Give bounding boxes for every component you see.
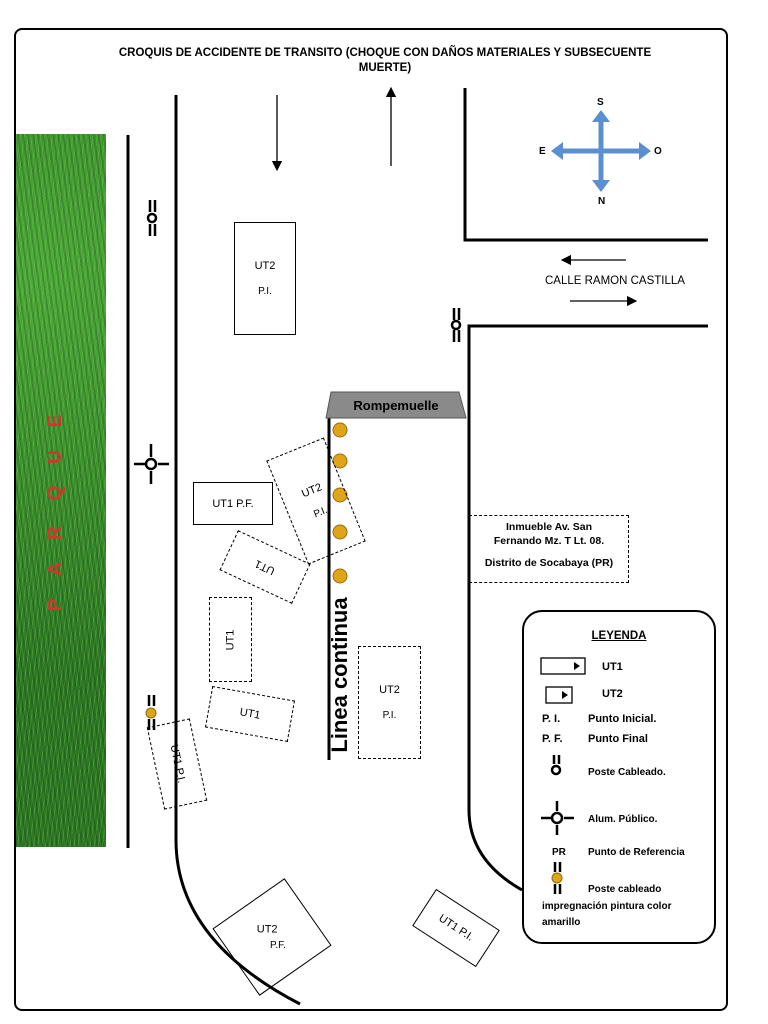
yellow-pole-icon	[147, 695, 156, 730]
vehicle-name: UT1	[253, 557, 277, 577]
vehicle-ut1-final: UT1 P.F.	[193, 482, 273, 525]
compass-label-left: E	[539, 146, 546, 157]
vehicle-tag: P.F.	[269, 939, 286, 951]
right-road-corner	[467, 324, 708, 445]
rompemuelle-label: Rompemuelle	[353, 398, 439, 413]
legend-ut2: UT2	[602, 688, 623, 700]
legend-alum: Alum. Público.	[588, 814, 658, 825]
compass-icon	[560, 120, 642, 182]
sketch-frame	[14, 28, 728, 1011]
legend-yellow-3: amarillo	[542, 917, 581, 928]
legend-pr-text: Punto de Referencia	[588, 847, 685, 858]
top-right-corner	[463, 88, 708, 242]
vehicle-ut1-vertical: UT1	[209, 597, 252, 682]
vehicle-name: UT2	[379, 684, 400, 696]
street-name: CALLE RAMON CASTILLA	[545, 275, 685, 287]
sketch-title: CROQUIS DE ACCIDENTE DE TRANSITO (CHOQUE…	[118, 47, 652, 74]
vehicle-tag: P.I.	[312, 504, 329, 520]
vehicle-name: UT2	[299, 480, 324, 500]
vehicle-ut2-initial-top: UT2 P.I.	[234, 222, 296, 335]
vehicle-name: UT1	[238, 706, 262, 722]
legend-pf-text: Punto Final	[588, 733, 648, 745]
vehicle-name: UT1	[224, 629, 237, 650]
vehicle-tag: P.I.	[382, 710, 397, 721]
legend-yellow-2: impregnación pintura color	[542, 901, 672, 912]
right-road-edge	[467, 430, 523, 892]
property-line-2: Fernando Mz. T Lt. 08.	[493, 535, 605, 547]
rompemuelle-shape	[325, 391, 467, 419]
pole-icon	[146, 200, 158, 236]
legend-box: LEYENDA UT1 UT2 P. I. Punto Inicial. P. …	[522, 610, 716, 944]
legend-pf-abbr: P. F.	[542, 733, 563, 745]
compass-label-right: O	[654, 146, 662, 157]
vehicle-name: UT1 P.F.	[212, 497, 254, 510]
vehicle-ut2-initial-right: UT2 P.I.	[358, 646, 421, 759]
vehicle-name: UT1 P.I.	[167, 743, 187, 785]
pole-icon	[450, 308, 462, 342]
legend-pr-abbr: PR	[552, 847, 566, 858]
compass-label-top: S	[597, 97, 604, 108]
compass-label-bottom: N	[598, 196, 606, 207]
linea-continua-label: Linea continua	[327, 597, 352, 753]
legend-yellow-1: Poste cableado	[588, 884, 662, 895]
vehicle-name: UT1 P.I.	[436, 912, 476, 944]
property-line-3: Distrito de Socabaya (PR)	[484, 557, 614, 569]
legend-title: LEYENDA	[591, 630, 647, 642]
yellow-markers	[332, 422, 348, 584]
vehicle-name: UT2	[254, 260, 276, 272]
park-area	[16, 134, 106, 847]
streetlight-icon	[134, 444, 169, 484]
property-line-1: Inmueble Av. San	[506, 521, 592, 533]
legend-ut1: UT1	[602, 661, 623, 673]
legend-pi-abbr: P. I.	[542, 713, 561, 725]
legend-symbols	[540, 657, 586, 894]
vehicle-tag: P.I.	[258, 286, 272, 297]
reference-property-box: Inmueble Av. San Fernando Mz. T Lt. 08. …	[469, 515, 629, 583]
vehicle-name: UT2	[256, 923, 277, 936]
legend-pi-text: Punto Inicial.	[588, 713, 657, 725]
legend-poste: Poste Cableado.	[588, 767, 666, 778]
left-road-edge	[174, 95, 301, 1006]
